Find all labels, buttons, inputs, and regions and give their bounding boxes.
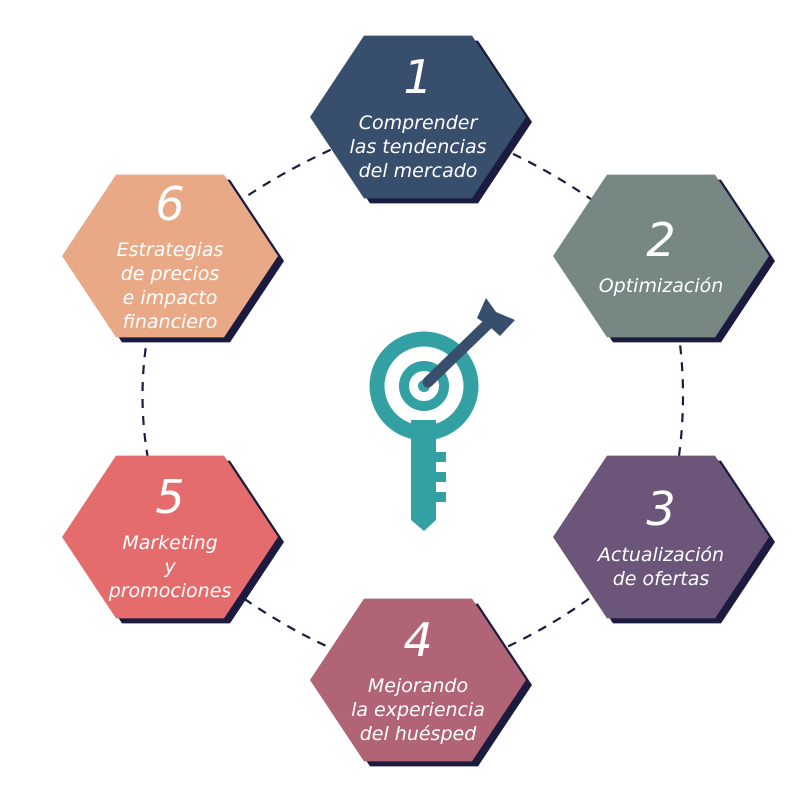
arrow-fletching	[477, 298, 515, 336]
target-key-icon	[369, 298, 515, 531]
hexagon-shape	[553, 455, 769, 619]
step-number: 5	[155, 470, 184, 524]
step-label-line: y	[163, 556, 176, 578]
step-label-line: Mejorando	[368, 675, 468, 697]
step-number: 2	[646, 213, 675, 267]
step-label-line: la experiencia	[351, 699, 485, 721]
step-label-line: e impacto	[123, 287, 218, 309]
step-number: 1	[403, 50, 432, 104]
step-number: 6	[155, 177, 184, 231]
step-label-line: Actualización	[596, 544, 724, 566]
step-label-line: financiero	[123, 311, 218, 333]
step-label-line: Marketing	[122, 532, 217, 554]
step-number: 3	[646, 482, 675, 536]
hexagon-shape	[553, 174, 769, 338]
hexagon-shape	[62, 174, 278, 338]
key-shaft	[411, 420, 446, 531]
step-label-line: Estrategias	[117, 239, 224, 261]
arrow-shaft	[422, 314, 498, 388]
step-label-line: de ofertas	[613, 568, 710, 590]
hexagon-shape	[62, 455, 278, 619]
step-label-line: de precios	[121, 263, 220, 285]
step-label-line: las tendencias	[349, 136, 486, 158]
hexagon-shape	[310, 35, 526, 199]
step-label-line: del mercado	[359, 160, 478, 182]
target-outer-ring	[369, 331, 479, 441]
step-label-line: Comprender	[359, 112, 479, 134]
target-inner-ring	[399, 361, 449, 411]
hexagon-shape	[310, 598, 526, 762]
step-label-line: Optimización	[599, 275, 724, 297]
step-label-line: promociones	[108, 580, 232, 602]
step-label-line: del huésped	[360, 723, 477, 745]
step-number: 4	[403, 613, 432, 667]
